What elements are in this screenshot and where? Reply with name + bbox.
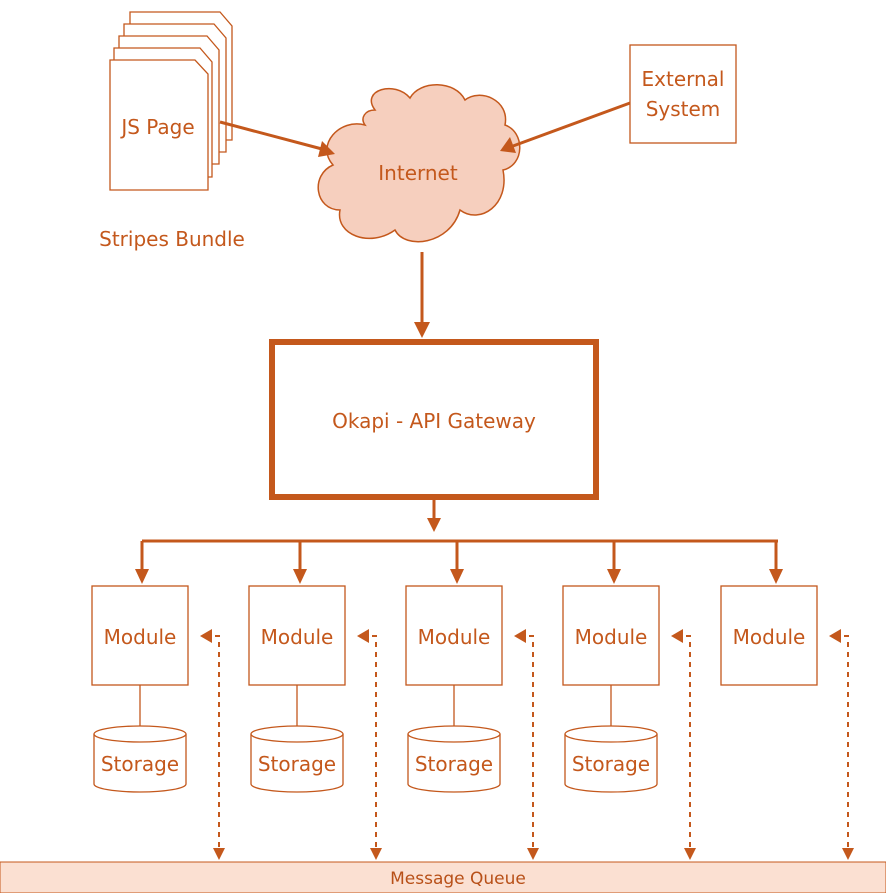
module-box [562, 585, 660, 686]
storage-cylinder: Storage [564, 725, 658, 793]
internet-to-gateway-arrow [414, 252, 430, 338]
storage-label: Storage [258, 752, 336, 776]
storage-cylinder: Storage [93, 725, 187, 793]
api-gateway-label: Okapi - API Gateway [332, 409, 536, 433]
external-system-label-line1: External [642, 67, 725, 91]
module-label: Module [575, 625, 648, 649]
gateway-to-bus-arrow [427, 500, 441, 532]
module-column-4: Module Storage [562, 541, 696, 860]
storage-label: Storage [572, 752, 650, 776]
storage-label: Storage [101, 752, 179, 776]
storage-label: Storage [415, 752, 493, 776]
internet-label: Internet [378, 161, 458, 185]
storage-cylinder: Storage [407, 725, 501, 793]
module-box [405, 585, 503, 686]
module-label: Module [418, 625, 491, 649]
module-label: Module [733, 625, 806, 649]
api-gateway-box: Okapi - API Gateway [269, 339, 599, 500]
js-page-stack: JS Page [109, 11, 233, 191]
storage-cylinder: Storage [250, 725, 344, 793]
module-column-2: Module Storage [248, 541, 382, 860]
module-label: Module [104, 625, 177, 649]
external-system-box: External System [629, 44, 737, 144]
js-page-label: JS Page [119, 115, 194, 139]
internet-cloud: Internet [317, 84, 521, 243]
stack-to-internet-arrow [219, 120, 335, 157]
module-column-1: Module Storage [91, 541, 225, 860]
external-to-internet-arrow [500, 101, 631, 153]
module-box [248, 585, 346, 686]
module-label: Module [261, 625, 334, 649]
message-queue-bar: Message Queue [0, 861, 886, 893]
module-column-5: Module [720, 541, 854, 860]
external-system-label-line2: System [646, 97, 721, 121]
message-queue-label: Message Queue [390, 869, 526, 889]
stripes-bundle-label: Stripes Bundle [99, 227, 245, 251]
module-box [720, 585, 818, 686]
module-column-3: Module Storage [405, 541, 539, 860]
module-box [91, 585, 189, 686]
